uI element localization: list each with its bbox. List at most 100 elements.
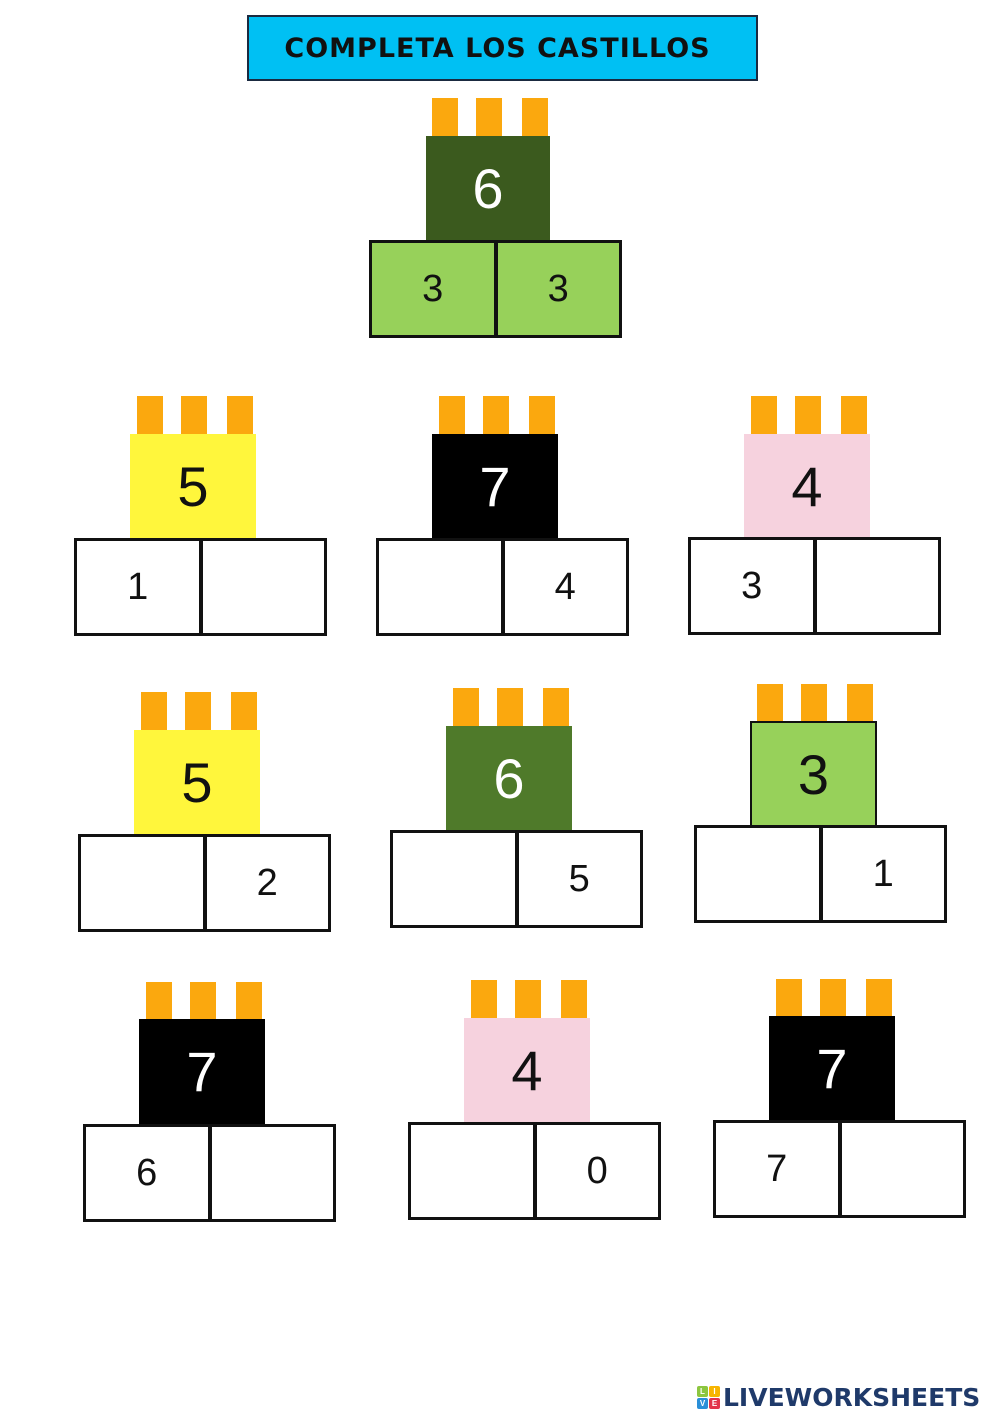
tower-number: 5 <box>177 454 209 518</box>
answer-cell-right[interactable] <box>207 1127 333 1219</box>
merlon <box>432 98 458 136</box>
castle-tower: 5 <box>130 434 256 538</box>
answer-input[interactable] <box>379 541 501 633</box>
merlon <box>185 692 211 730</box>
answer-input[interactable] <box>202 541 324 633</box>
cell-value: 3 <box>547 267 569 310</box>
cell-value: 3 <box>422 267 444 310</box>
merlon <box>181 396 207 434</box>
base-cell-left: 3 <box>372 243 494 335</box>
answer-cell-right[interactable] <box>837 1123 963 1215</box>
castle-tower: 6 <box>426 136 550 240</box>
cell-value: 1 <box>127 565 149 608</box>
merlon <box>453 688 479 726</box>
tower-number: 6 <box>493 746 525 810</box>
base-cell-left: 6 <box>86 1127 208 1219</box>
answer-input[interactable] <box>841 1123 963 1215</box>
castle-tower: 4 <box>744 434 870 538</box>
answer-input[interactable] <box>697 828 819 920</box>
castle-tower: 3 <box>750 721 877 827</box>
castle-base: 1 <box>74 538 327 636</box>
cell-value: 7 <box>766 1147 788 1190</box>
base-cell-right: 5 <box>514 833 641 925</box>
worksheet-title-banner: COMPLETA LOS CASTILLOS <box>247 15 758 81</box>
merlon <box>820 979 846 1017</box>
worksheet-title: COMPLETA LOS CASTILLOS <box>284 32 711 64</box>
base-cell-left: 7 <box>716 1123 838 1215</box>
merlon <box>137 396 163 434</box>
base-cell-right: 3 <box>493 243 620 335</box>
merlon <box>497 688 523 726</box>
merlon <box>847 684 873 722</box>
castle-base: 3 3 <box>369 240 622 338</box>
cell-value: 3 <box>741 564 763 607</box>
merlon <box>543 688 569 726</box>
castle-tower: 7 <box>139 1019 265 1124</box>
answer-cell-left[interactable] <box>379 541 501 633</box>
merlon <box>146 982 172 1020</box>
merlon <box>476 98 502 136</box>
brand-name: LIVEWORKSHEETS <box>723 1383 981 1412</box>
castle-base: 5 <box>390 830 643 928</box>
merlon <box>141 692 167 730</box>
castle-base: 0 <box>408 1122 661 1220</box>
answer-input[interactable] <box>211 1127 333 1219</box>
merlon <box>866 979 892 1017</box>
merlon <box>515 980 541 1018</box>
cell-value: 1 <box>872 852 894 895</box>
merlon <box>776 979 802 1017</box>
castle-tower: 5 <box>134 730 260 834</box>
logo-letter: I <box>709 1386 720 1397</box>
base-cell-left: 1 <box>77 541 199 633</box>
answer-cell-left[interactable] <box>411 1125 533 1217</box>
answer-input[interactable] <box>816 540 938 632</box>
merlon <box>471 980 497 1018</box>
cell-value: 5 <box>568 857 590 900</box>
cell-value: 2 <box>256 861 278 904</box>
base-cell-right: 2 <box>202 837 329 929</box>
answer-input[interactable] <box>411 1125 533 1217</box>
castle-tower: 7 <box>769 1016 895 1121</box>
answer-cell-left[interactable] <box>697 828 819 920</box>
merlon <box>236 982 262 1020</box>
base-cell-right: 1 <box>818 828 945 920</box>
tower-number: 7 <box>479 454 511 518</box>
castle-tower: 7 <box>432 434 558 538</box>
live-blocks-icon: L I V E <box>697 1386 720 1409</box>
merlon <box>561 980 587 1018</box>
merlon <box>529 396 555 434</box>
base-cell-right: 4 <box>500 541 627 633</box>
castle-base: 3 <box>688 537 941 635</box>
tower-number: 4 <box>791 454 823 518</box>
logo-letter: E <box>709 1398 720 1409</box>
merlon <box>227 396 253 434</box>
merlon <box>439 396 465 434</box>
answer-input[interactable] <box>393 833 515 925</box>
castle-tower: 6 <box>446 726 572 830</box>
logo-letter: L <box>697 1386 708 1397</box>
merlon <box>751 396 777 434</box>
answer-cell-left[interactable] <box>81 837 203 929</box>
castle-tower: 4 <box>464 1018 590 1122</box>
cell-value: 0 <box>586 1149 608 1192</box>
cell-value: 4 <box>554 565 576 608</box>
castle-base: 4 <box>376 538 629 636</box>
tower-number: 4 <box>511 1038 543 1102</box>
merlon <box>190 982 216 1020</box>
merlon <box>795 396 821 434</box>
tower-number: 3 <box>797 742 830 806</box>
merlon <box>757 684 783 722</box>
answer-cell-right[interactable] <box>812 540 938 632</box>
answer-cell-left[interactable] <box>393 833 515 925</box>
tower-number: 5 <box>181 750 213 814</box>
base-cell-right: 0 <box>532 1125 659 1217</box>
tower-number: 7 <box>816 1037 848 1100</box>
castle-base: 6 <box>83 1124 336 1222</box>
castle-base: 2 <box>78 834 331 932</box>
answer-cell-right[interactable] <box>198 541 324 633</box>
merlon <box>483 396 509 434</box>
merlon <box>522 98 548 136</box>
answer-input[interactable] <box>81 837 203 929</box>
castle-base: 7 <box>713 1120 966 1218</box>
merlon <box>841 396 867 434</box>
